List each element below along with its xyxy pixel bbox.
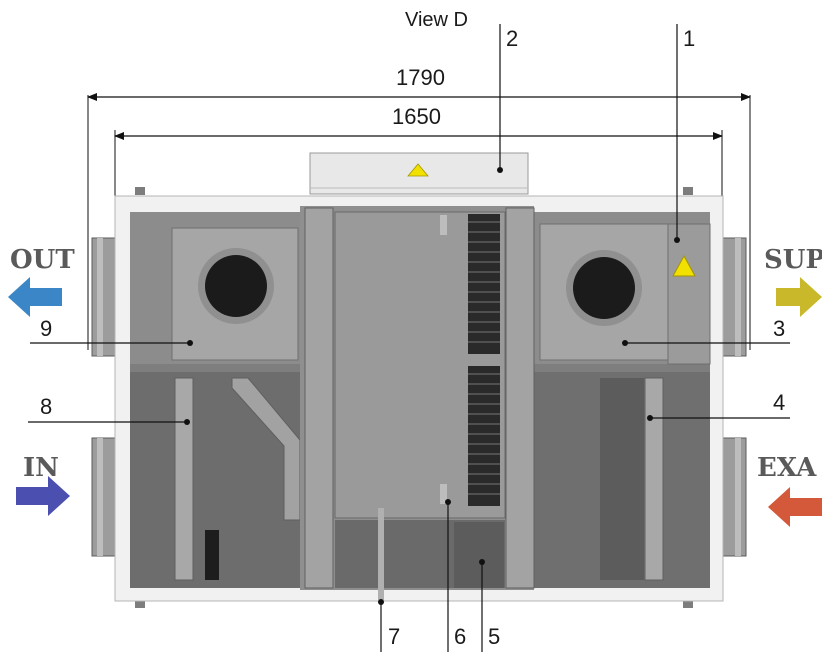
dimension-inner: 1650 bbox=[114, 104, 723, 205]
drain-pipe bbox=[378, 508, 384, 600]
flow-arrows bbox=[8, 277, 822, 527]
dimension-overall-label: 1790 bbox=[396, 65, 445, 90]
callout-3: 3 bbox=[773, 316, 785, 341]
high-voltage-warning-icon bbox=[672, 254, 696, 277]
view-title: View D bbox=[405, 9, 468, 31]
dimension-inner-label: 1650 bbox=[392, 104, 441, 129]
filter-left bbox=[174, 377, 194, 581]
callout-leaders bbox=[28, 24, 790, 652]
in-arrow-icon bbox=[16, 476, 70, 516]
callout-9: 9 bbox=[40, 316, 52, 341]
sup-label: SUP bbox=[764, 245, 822, 275]
filter-right bbox=[644, 377, 664, 581]
sup-arrow-icon bbox=[776, 277, 822, 317]
callout-2: 2 bbox=[506, 26, 518, 51]
dimension-overall: 1790 bbox=[87, 65, 751, 350]
electric-heater-box bbox=[667, 223, 711, 365]
mounting-brackets bbox=[135, 187, 693, 608]
control-box bbox=[309, 152, 529, 195]
in-label: IN bbox=[23, 453, 59, 483]
callout-5: 5 bbox=[488, 624, 500, 649]
callout-6: 6 bbox=[454, 624, 466, 649]
warning-triangle-icon bbox=[407, 163, 429, 177]
exchanger-fins bbox=[468, 214, 500, 506]
callout-8: 8 bbox=[40, 394, 52, 419]
callout-1: 1 bbox=[683, 26, 695, 51]
out-label: OUT bbox=[10, 245, 75, 275]
callout-7: 7 bbox=[388, 624, 400, 649]
callout-dots bbox=[184, 167, 680, 605]
exa-label: EXA bbox=[757, 453, 817, 483]
drain-tray bbox=[454, 522, 504, 588]
out-arrow-icon bbox=[8, 277, 62, 317]
exa-arrow-icon bbox=[768, 487, 822, 527]
interior bbox=[130, 206, 711, 600]
callout-4: 4 bbox=[773, 390, 785, 415]
